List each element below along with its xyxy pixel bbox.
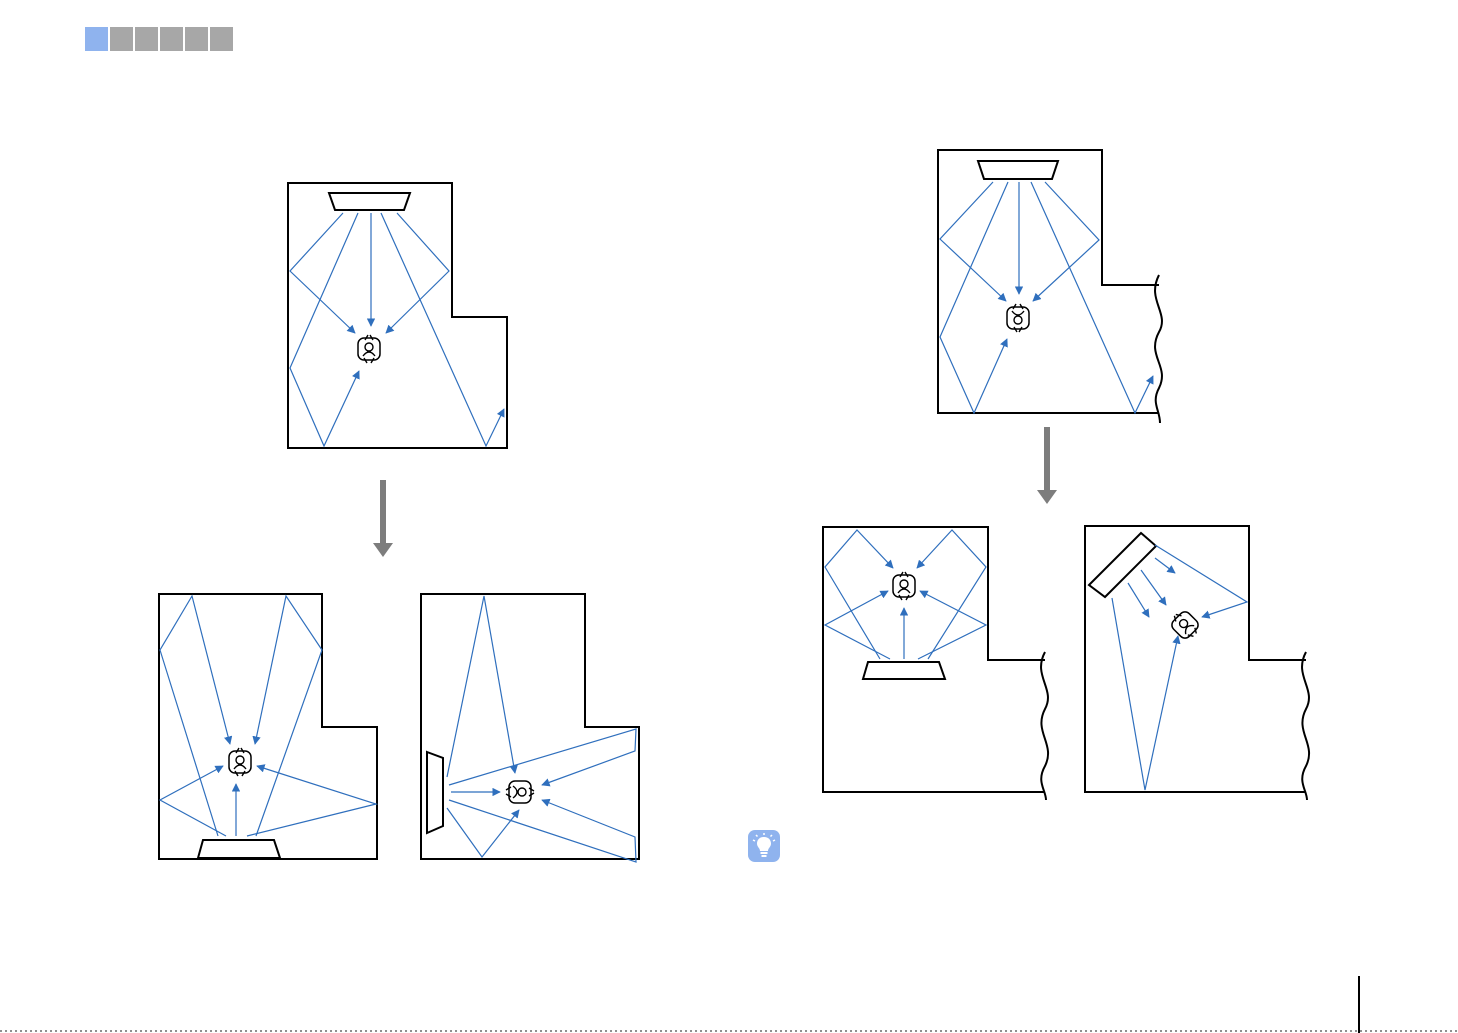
lightbulb-icon [748, 830, 780, 862]
left-side-placement-diagram [421, 594, 639, 862]
sound-bar-icon [329, 193, 410, 210]
sound-bar-icon [1089, 533, 1156, 597]
arrow-down-icon [1037, 427, 1057, 504]
listener-icon [1167, 607, 1202, 642]
right-front-placement-diagram [823, 527, 1048, 800]
listener-icon [229, 748, 251, 776]
right-corner-placement-diagram [1085, 526, 1309, 800]
footer-dashed-line [0, 1029, 1458, 1033]
page-number-divider [1358, 976, 1360, 1033]
listener-icon [1007, 304, 1029, 332]
left-original-diagram [288, 183, 507, 448]
sound-bar-icon [863, 662, 945, 679]
arrow-down-icon [373, 480, 393, 557]
sound-bar-icon [978, 161, 1058, 179]
right-original-diagram [938, 150, 1162, 423]
sound-bar-icon [198, 840, 280, 858]
listener-icon [893, 572, 915, 600]
sound-bar-icon [427, 752, 443, 833]
listener-icon [506, 781, 534, 803]
listener-icon [358, 335, 380, 363]
left-front-placement-diagram [159, 594, 377, 859]
